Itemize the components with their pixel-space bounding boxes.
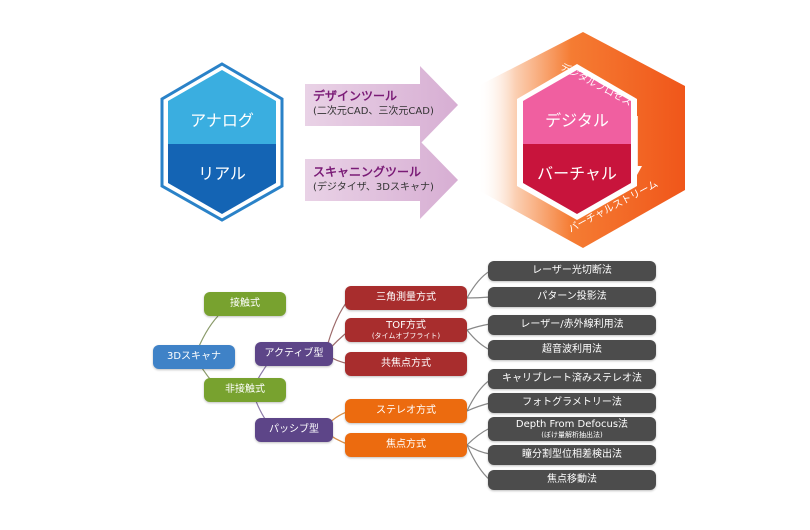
scan-tool-label: スキャニングツール <box>313 165 422 179</box>
node-focus: 焦点方式 <box>345 433 467 457</box>
node-triangulation: 三角測量方式 <box>345 286 467 310</box>
node-pattern: パターン投影法 <box>488 287 656 307</box>
node-calibrated-stereo: キャリブレート済みステレオ法 <box>488 369 656 389</box>
node-laser-ir: レーザー/赤外線利用法 <box>488 315 656 335</box>
digital-label: デジタル <box>545 111 609 130</box>
node-focus-move: 焦点移動法 <box>488 470 656 490</box>
node-passive: パッシブ型 <box>255 418 333 442</box>
node-stereo: ステレオ方式 <box>345 399 467 423</box>
digital-virtual-hexagon <box>517 64 637 220</box>
node-contact: 接触式 <box>204 292 286 316</box>
node-tof: TOF方式 (タイムオブフライト) <box>345 318 467 342</box>
node-confocal: 共焦点方式 <box>345 352 467 376</box>
node-dfd: Depth From Defocus法 (ぼけ量解析抽出法) <box>488 417 656 441</box>
scan-tool-text: スキャニングツール (デジタイザ、3Dスキャナ) <box>313 165 434 195</box>
node-dfd-sub: (ぼけ量解析抽出法) <box>541 430 603 439</box>
node-3d-scanner: 3Dスキャナ <box>153 345 235 369</box>
analog-real-hexagon <box>160 62 284 222</box>
node-ultrasonic: 超音波利用法 <box>488 340 656 360</box>
node-noncontact: 非接触式 <box>204 378 286 402</box>
node-tof-label: TOF方式 <box>386 319 426 331</box>
analog-label: アナログ <box>190 111 254 130</box>
node-photogrammetry: フォトグラメトリー法 <box>488 393 656 413</box>
node-tof-sub: (タイムオブフライト) <box>371 331 441 340</box>
design-tool-sub: (二次元CAD、三次元CAD) <box>313 106 434 117</box>
design-tool-text: デザインツール (二次元CAD、三次元CAD) <box>313 89 434 119</box>
scan-tool-arrow <box>305 141 458 219</box>
node-active: アクティブ型 <box>255 342 333 366</box>
design-tool-arrow <box>305 66 458 144</box>
node-laser-light: レーザー光切断法 <box>488 261 656 281</box>
scan-tool-sub: (デジタイザ、3Dスキャナ) <box>313 182 434 193</box>
node-pupil: 瞳分割型位相差検出法 <box>488 445 656 465</box>
real-label: リアル <box>198 164 246 183</box>
virtual-label: バーチャル <box>537 164 617 183</box>
process-down-arrow <box>632 116 642 175</box>
node-dfd-label: Depth From Defocus法 <box>515 418 629 430</box>
design-tool-label: デザインツール <box>313 89 398 103</box>
